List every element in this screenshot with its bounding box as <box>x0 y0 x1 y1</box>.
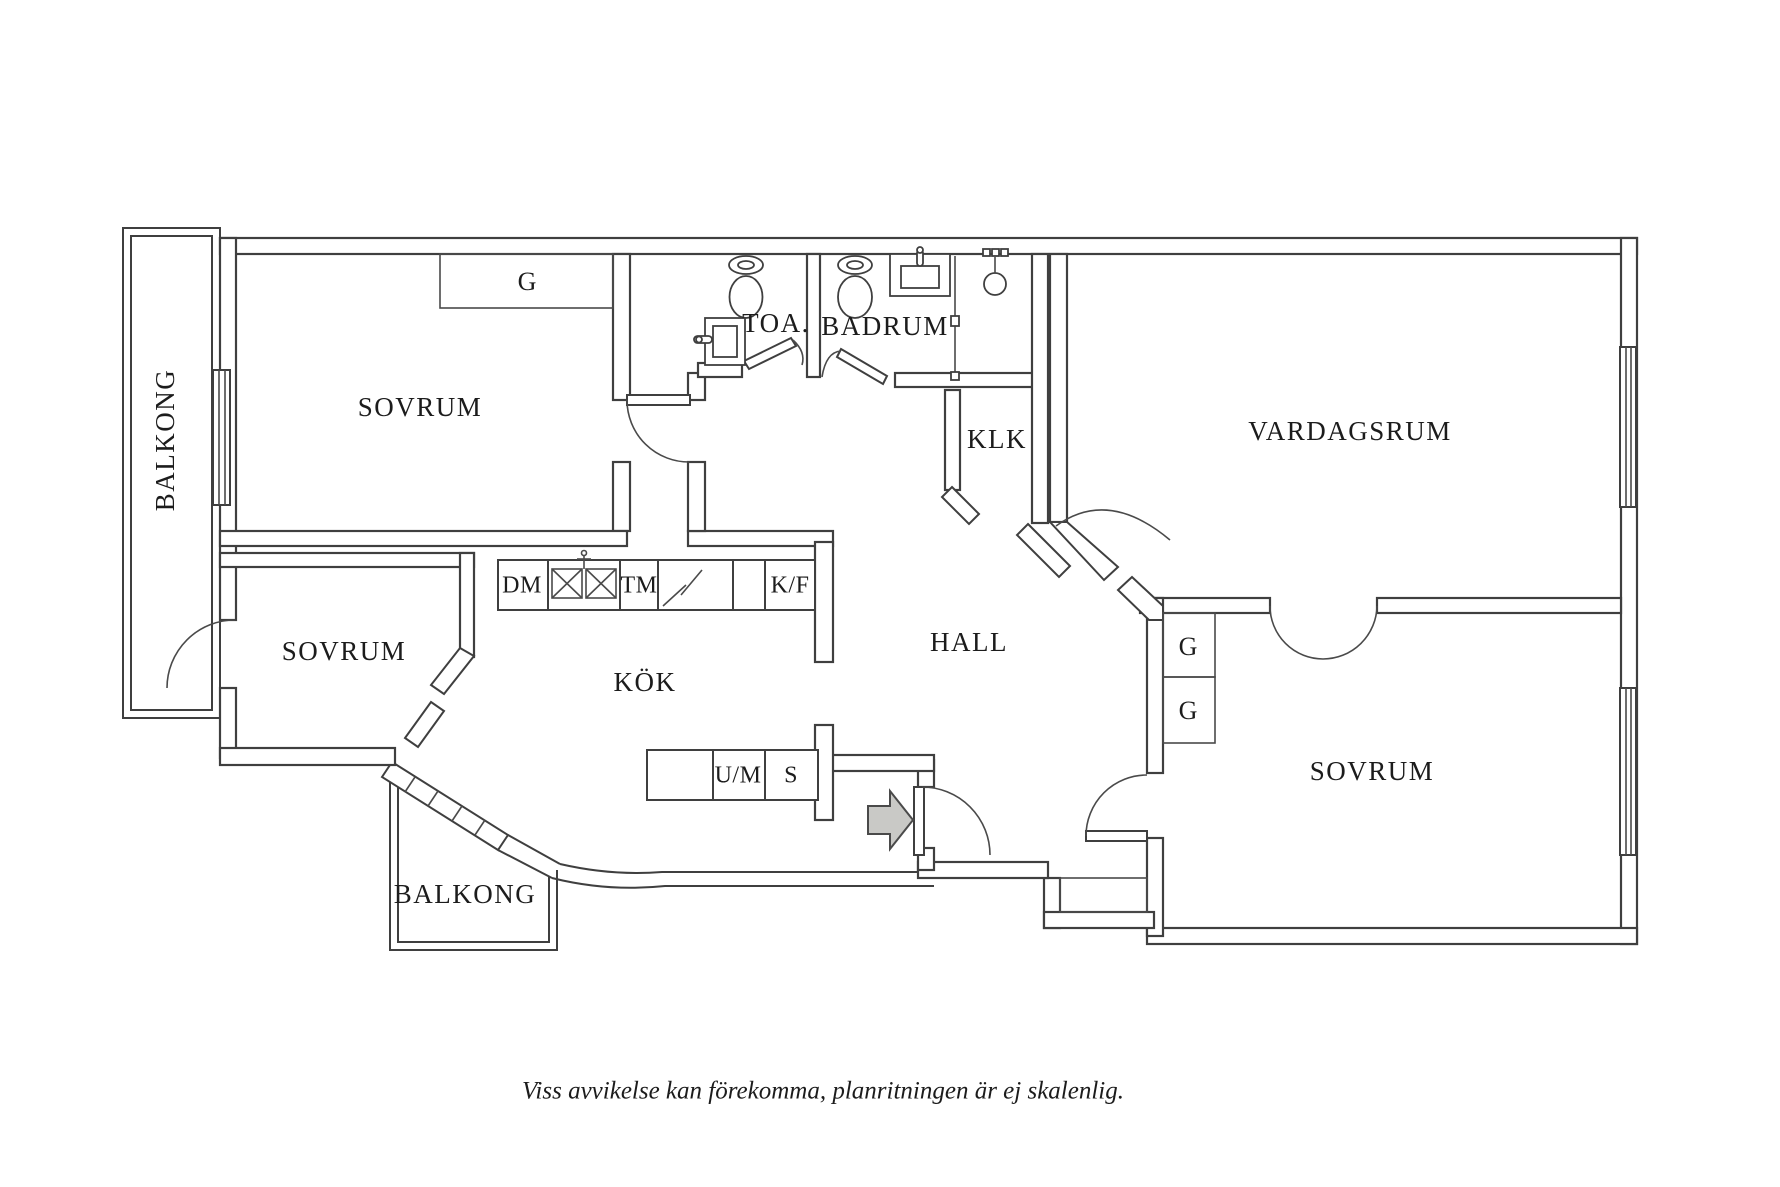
window-bedroom-top-left <box>212 369 231 506</box>
stove-icon <box>662 569 703 607</box>
balcony-bottom-outline <box>389 768 558 951</box>
room-label-living-room: VARDAGSRUM <box>1248 416 1452 446</box>
kitchen-counter-top <box>497 549 816 611</box>
wardrobe-label-hall-lower: G <box>1179 696 1198 725</box>
appliance-label-stove: S <box>784 763 798 789</box>
appliance-label-dishwasher: DM <box>502 573 542 599</box>
door-balcony-left <box>166 619 236 689</box>
room-label-balcony-left: BALKONG <box>150 369 180 512</box>
toilet-icon-toa <box>728 255 764 319</box>
duct-niche <box>1059 877 1148 913</box>
window-living-room <box>1619 346 1637 508</box>
entry-arrow-icon <box>867 788 915 852</box>
door-bedroom-right <box>1085 774 1148 842</box>
wardrobe-label-hall-upper: G <box>1179 632 1198 661</box>
appliance-label-oven-microwave: U/M <box>715 763 762 789</box>
shower-icon <box>950 248 1009 381</box>
room-label-bathroom: BADRUM <box>821 311 949 341</box>
balcony-diagonal-window <box>380 760 561 879</box>
kitchen-counter-bottom <box>646 749 819 801</box>
room-label-bedroom-mid-left: SOVRUM <box>282 636 407 666</box>
room-label-kitchen: KÖK <box>614 667 677 697</box>
wardrobe-label-top-left: G <box>518 267 537 296</box>
wardrobe-hall-lower-box <box>1162 676 1216 744</box>
door-living-room <box>1055 509 1171 541</box>
room-label-balcony-bottom: BALKONG <box>394 879 537 909</box>
door-entry <box>913 786 991 856</box>
double-door-bedroom-right <box>1269 605 1378 660</box>
door-toilet <box>742 336 804 371</box>
kitchen-sink-icon <box>551 549 617 599</box>
toilet-icon-badrum <box>837 255 873 319</box>
room-label-hall: HALL <box>930 627 1008 657</box>
wardrobe-top-left-box <box>439 253 614 309</box>
door-bathroom <box>821 347 889 386</box>
sink-icon-badrum <box>889 246 951 297</box>
walls <box>218 236 1639 946</box>
room-label-toilet: TOA. <box>742 308 810 338</box>
appliance-label-washing-machine: TM <box>621 573 658 599</box>
sink-icon-toa <box>693 317 746 366</box>
appliance-label-fridge-freezer: K/F <box>771 573 810 599</box>
balcony-left-outline <box>122 227 221 719</box>
disclaimer-caption: Viss avvikelse kan förekomma, planritnin… <box>522 1078 1124 1105</box>
room-label-bedroom-top-left: SOVRUM <box>358 392 483 422</box>
room-label-bedroom-right: SOVRUM <box>1310 756 1435 786</box>
room-label-walk-in-closet: KLK <box>967 424 1027 454</box>
kitchen-curved-exterior-wall <box>551 863 934 889</box>
window-bedroom-right <box>1619 687 1637 856</box>
door-bedroom-top-left <box>626 394 691 463</box>
